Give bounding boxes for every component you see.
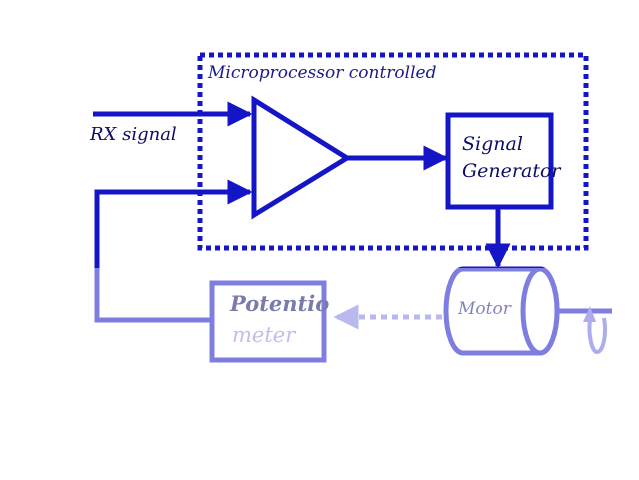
rx-signal-label: RX signal: [89, 124, 177, 145]
rotation-arrow-icon: [587, 317, 608, 355]
signal-generator-label-2: Generator: [462, 160, 562, 182]
microprocessor-region: [197, 52, 589, 251]
signal-generator-label-1: Signal: [462, 133, 523, 155]
rotation-arrowhead-icon: [583, 306, 596, 322]
potentiometer-label-1: Potentio: [229, 291, 329, 316]
potentiometer-label-2: meter: [232, 323, 297, 347]
amplifier-triangle: [251, 95, 352, 220]
signal-generator-box: [445, 112, 554, 210]
microprocessor-region-label: Microprocessor controlled: [207, 63, 437, 83]
potentiometer-box: [209, 280, 327, 363]
feedback-line: [94, 179, 253, 323]
motor-label: Motor: [457, 299, 512, 319]
